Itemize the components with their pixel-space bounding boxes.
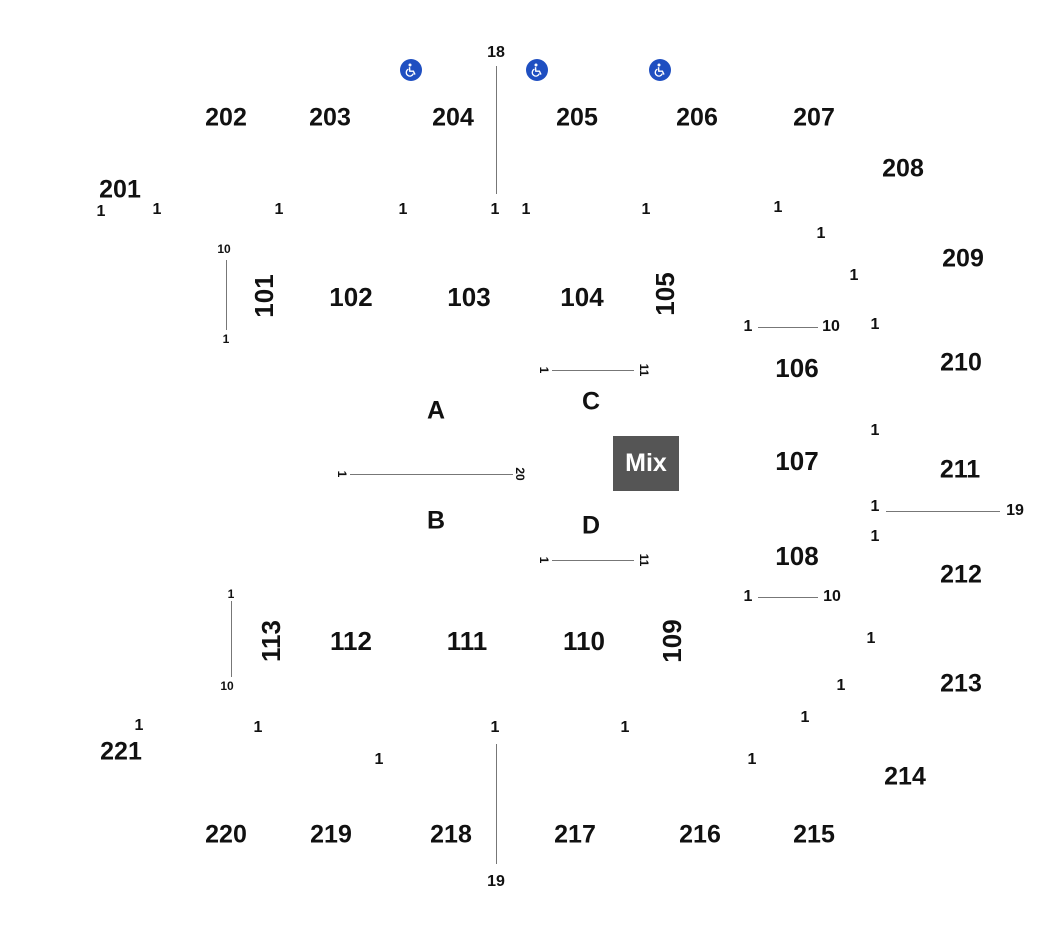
floor-section-a[interactable]: A [426, 396, 446, 425]
wheelchair-icon [649, 59, 671, 81]
row-label: 1 [274, 201, 284, 218]
row-label: 1 [800, 709, 810, 726]
section-214[interactable]: 214 [884, 762, 926, 791]
section-101[interactable]: 101 [249, 274, 279, 318]
section-212[interactable]: 212 [940, 560, 982, 589]
row-label: 10 [217, 242, 231, 256]
row-line [886, 511, 1000, 512]
row-label: 19 [1006, 502, 1024, 519]
row-line [226, 260, 227, 330]
section-218[interactable]: 218 [430, 820, 472, 849]
section-209[interactable]: 209 [942, 244, 984, 273]
section-107[interactable]: 107 [775, 446, 819, 476]
row-label: 1 [849, 267, 859, 284]
row-label: 1 [866, 630, 876, 647]
section-213[interactable]: 213 [940, 669, 982, 698]
row-label: 1 [816, 225, 826, 242]
section-211[interactable]: 211 [939, 455, 981, 484]
row-label: 1 [537, 556, 551, 564]
floor-section-b[interactable]: B [426, 506, 446, 535]
section-105[interactable]: 105 [650, 272, 680, 316]
wheelchair-icon [400, 59, 422, 81]
section-113[interactable]: 113 [256, 620, 286, 662]
section-210[interactable]: 210 [940, 348, 982, 377]
floor-section-d[interactable]: D [581, 511, 601, 540]
row-label: 1 [620, 719, 630, 736]
section-108[interactable]: 108 [775, 541, 819, 571]
floor-section-c[interactable]: C [581, 387, 601, 416]
row-label: 20 [513, 467, 527, 481]
row-label: 1 [134, 717, 144, 734]
row-label: 11 [637, 363, 651, 377]
row-label: 1 [227, 587, 235, 601]
row-label: 1 [743, 318, 753, 335]
section-202[interactable]: 202 [205, 103, 247, 132]
section-215[interactable]: 215 [793, 820, 835, 849]
row-label: 10 [220, 679, 234, 693]
row-label: 1 [870, 422, 880, 439]
section-203[interactable]: 203 [309, 103, 351, 132]
row-label: 19 [487, 873, 505, 890]
row-label: 1 [836, 677, 846, 694]
row-label: 18 [487, 44, 505, 61]
row-label: 1 [253, 719, 263, 736]
section-216[interactable]: 216 [679, 820, 721, 849]
section-109[interactable]: 109 [657, 619, 687, 663]
row-label: 1 [490, 201, 500, 218]
row-line [552, 370, 634, 371]
row-label: 1 [641, 201, 651, 218]
row-line [758, 597, 818, 598]
row-line [231, 601, 232, 677]
row-label: 1 [743, 588, 753, 605]
row-label: 1 [747, 751, 757, 768]
row-line [552, 560, 634, 561]
row-line [496, 744, 497, 864]
section-201[interactable]: 201 [99, 175, 141, 204]
row-label: 1 [96, 203, 106, 220]
row-line [350, 474, 513, 475]
row-label: 1 [521, 201, 531, 218]
row-label: 1 [870, 498, 880, 515]
section-204[interactable]: 204 [432, 103, 474, 132]
row-label: 1 [773, 199, 783, 216]
section-104[interactable]: 104 [560, 282, 604, 312]
section-112[interactable]: 112 [330, 626, 372, 656]
row-label: 1 [222, 332, 230, 346]
section-217[interactable]: 217 [554, 820, 596, 849]
row-label: 1 [490, 719, 500, 736]
row-label: 11 [637, 553, 651, 567]
row-label: 1 [537, 366, 551, 374]
mix-position: Mix [613, 436, 679, 491]
section-206[interactable]: 206 [676, 103, 718, 132]
row-label: 1 [374, 751, 384, 768]
row-label: 10 [822, 318, 840, 335]
section-106[interactable]: 106 [775, 353, 819, 383]
section-208[interactable]: 208 [882, 154, 924, 183]
row-line [758, 327, 818, 328]
section-219[interactable]: 219 [310, 820, 352, 849]
row-label: 1 [335, 470, 349, 478]
row-label: 1 [870, 316, 880, 333]
row-label: 1 [152, 201, 162, 218]
section-207[interactable]: 207 [793, 103, 835, 132]
row-label: 1 [870, 528, 880, 545]
section-110[interactable]: 110 [563, 626, 605, 656]
section-102[interactable]: 102 [329, 282, 373, 312]
row-label: 1 [398, 201, 408, 218]
section-220[interactable]: 220 [205, 820, 247, 849]
wheelchair-icon [526, 59, 548, 81]
section-205[interactable]: 205 [556, 103, 598, 132]
section-111[interactable]: 111 [446, 626, 488, 656]
row-line [496, 66, 497, 194]
section-103[interactable]: 103 [447, 282, 491, 312]
section-221[interactable]: 221 [100, 737, 142, 766]
row-label: 10 [823, 588, 841, 605]
